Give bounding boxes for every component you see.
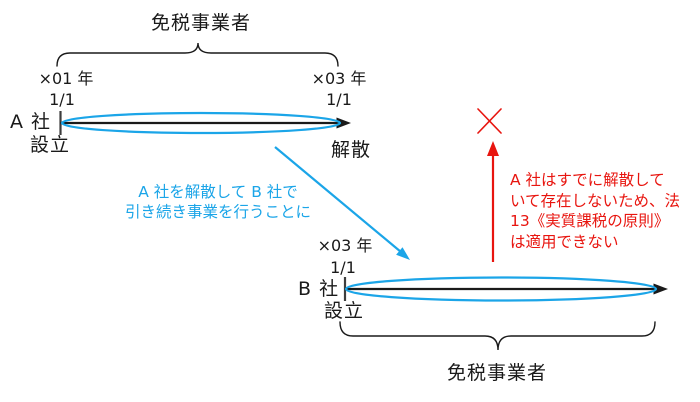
timeline-a-arrowhead bbox=[336, 117, 351, 129]
timeline-a-start-date: 1/1 bbox=[49, 90, 75, 109]
brace-bottom bbox=[339, 321, 656, 351]
transition-note-line1: A 社を解散して B 社で bbox=[138, 183, 298, 201]
rejection-arrowhead bbox=[487, 141, 499, 156]
timeline-b-start-date: 1/1 bbox=[330, 258, 356, 277]
timeline-b-period-ellipse bbox=[344, 276, 658, 302]
timeline-b-company-label: B 社 bbox=[298, 278, 340, 300]
transition-note-line2: 引き続き事業を行うことに bbox=[124, 203, 312, 221]
brace-top bbox=[56, 42, 339, 67]
timeline-a-period-ellipse bbox=[60, 111, 342, 135]
timeline-b-arrowhead bbox=[653, 283, 668, 295]
exempt-label-top: 免税事業者 bbox=[150, 12, 252, 34]
braces bbox=[56, 42, 656, 351]
transition-note: A 社を解散して B 社で 引き続き事業を行うことに bbox=[125, 182, 311, 222]
timeline-a-founding-label: 設立 bbox=[29, 134, 71, 156]
rejection-note-line2: いて存在しないため、法 bbox=[510, 191, 681, 210]
rejection-note-line3: 13《実質課税の原則》 bbox=[510, 212, 670, 230]
rejection-x-icon bbox=[477, 108, 502, 134]
timeline-a-end-year: ×03 年 bbox=[311, 69, 367, 88]
blue-shapes bbox=[60, 111, 658, 302]
timeline-a-start-year: ×01 年 bbox=[38, 69, 94, 88]
transition-arrow-shaft bbox=[274, 146, 402, 253]
rejection-note: A 社はすでに解散して いて存在しないため、法 13《実質課税の原則》 は適用で… bbox=[510, 170, 680, 252]
timeline-a-end-date: 1/1 bbox=[326, 90, 352, 109]
rejection-note-line1: A 社はすでに解散して bbox=[510, 171, 665, 189]
timeline-a-dissolution-label: 解散 bbox=[330, 139, 372, 161]
timeline-b-start-year: ×03 年 bbox=[317, 236, 373, 255]
timeline-a-company-label: A 社 bbox=[10, 111, 52, 133]
transition-arrowhead bbox=[396, 247, 410, 260]
exempt-label-bottom: 免税事業者 bbox=[446, 362, 548, 384]
timeline-axes bbox=[60, 121, 656, 291]
rejection-note-line4: は適用できない bbox=[510, 232, 619, 251]
timeline-b-founding-label: 設立 bbox=[323, 300, 365, 322]
